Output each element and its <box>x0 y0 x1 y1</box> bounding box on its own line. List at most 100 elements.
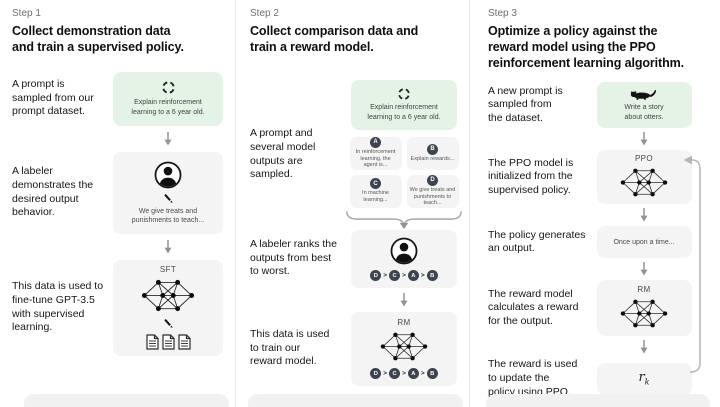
prompt-box: Write a story about otters. <box>596 82 692 129</box>
output-a-box: A In reinforcement learning, the agent i… <box>349 136 402 170</box>
rank-badge: D <box>370 270 382 281</box>
arrow-row <box>488 262 720 276</box>
step-2-sample-row: A prompt and several model outputs are s… <box>250 79 469 230</box>
rm-label: RM <box>397 318 411 327</box>
step-3-sample-row: A new prompt is sampled from the dataset… <box>488 82 720 129</box>
arrow-row <box>12 239 235 254</box>
step-2-label: Step 2 <box>250 8 279 19</box>
neural-network-icon <box>141 279 195 312</box>
rm-label: RM <box>637 285 651 295</box>
arrow-row <box>12 131 235 146</box>
rank-separator: > <box>420 272 425 279</box>
down-arrow-icon <box>164 239 172 254</box>
output-b-badge: B <box>427 143 438 155</box>
labeler-icon <box>154 161 182 188</box>
rank-separator: > <box>402 272 406 279</box>
output-a-badge: A <box>370 136 381 148</box>
pencil-icon <box>163 319 173 328</box>
step-3-output-text: The policy generates an output. <box>488 228 586 255</box>
step-3-sample-text: A new prompt is sampled from the dataset… <box>488 84 563 125</box>
labeler-icon <box>390 237 418 265</box>
ranking-sequence: D > C > A > B <box>370 368 438 379</box>
step-2-rank-row: A labeler ranks the outputs from best to… <box>250 229 469 288</box>
rm-model-box: RM <box>596 280 692 337</box>
step-3-init-row: The PPO model is initialized from the su… <box>488 150 720 205</box>
neural-network-icon <box>620 299 668 328</box>
step-3-init-text: The PPO model is initialized from the su… <box>488 156 574 197</box>
arrow-row <box>488 208 720 222</box>
reward-value-box: rk <box>596 362 692 395</box>
ranking-sequence: D > C > A > B <box>370 270 438 281</box>
demonstration-text: We give treats and punishments to teach.… <box>131 207 205 224</box>
rank-separator: > <box>402 370 406 377</box>
demonstration-box: We give treats and punishments to teach.… <box>113 151 223 234</box>
output-c-box: C In machine learning... <box>349 174 402 208</box>
reward-variable-sub-k: k <box>644 378 650 387</box>
step-2-sample-text: A prompt and several model outputs are s… <box>250 127 316 181</box>
ppo-model-box: PPO <box>596 150 692 205</box>
step-3-output-row: The policy generates an output. Once upo… <box>488 226 720 259</box>
down-arrow-icon <box>640 262 648 276</box>
down-arrow-icon <box>640 340 648 354</box>
output-c-text: In machine learning... <box>362 190 389 203</box>
reward-variable-r: r <box>638 370 645 386</box>
resample-icon <box>398 88 410 100</box>
step-1-sample-text: A prompt is sampled from our prompt data… <box>12 78 94 118</box>
brace-merge-arrow <box>346 210 462 229</box>
ranking-box: D > C > A > B <box>351 229 457 288</box>
step-3-title: Optimize a policy against the reward mod… <box>488 24 685 70</box>
neural-network-icon <box>620 168 668 197</box>
step-2-train-text: This data is used to train our reward mo… <box>250 328 330 368</box>
down-arrow-icon <box>164 131 172 146</box>
step-1-finetune-text: This data is used to fine-tune GPT-3.5 w… <box>12 280 104 334</box>
prompt-text: Explain reinforcement learning to a 6 ye… <box>131 99 205 116</box>
resample-icon <box>161 81 175 94</box>
step-1-label: Step 1 <box>12 8 41 19</box>
rank-separator: > <box>420 370 425 377</box>
next-section-preview <box>248 394 463 407</box>
neural-network-icon <box>380 332 428 361</box>
down-arrow-icon <box>640 132 648 146</box>
ppo-label: PPO <box>634 154 654 164</box>
output-b-box: B Explain rewards... <box>406 136 459 170</box>
down-arrow-icon <box>640 208 648 222</box>
rank-badge: B <box>426 368 438 379</box>
step-3-label: Step 3 <box>488 8 517 19</box>
sft-label: SFT <box>159 265 177 274</box>
step-1-title: Collect demonstration data and train a s… <box>12 24 184 54</box>
rank-badge: D <box>370 368 382 379</box>
step-2-panel: Step 2 Collect comparison data and train… <box>236 0 470 407</box>
documents-icons <box>145 334 191 350</box>
output-c-badge: C <box>370 178 381 190</box>
step-2-train-row: This data is used to train our reward mo… <box>250 311 469 386</box>
step-3-panel: Step 3 Optimize a policy against the rew… <box>470 0 720 407</box>
step-3-reward-row: The reward model calculates a reward for… <box>488 280 720 337</box>
sft-model-box: SFT <box>113 259 223 356</box>
step-1-sample-row: A prompt is sampled from our prompt data… <box>12 71 235 126</box>
arrow-row <box>488 132 720 146</box>
rank-separator: > <box>383 272 388 279</box>
output-d-box: D We give treats and punishments to teac… <box>406 174 459 208</box>
reward-variable: rk <box>638 370 649 387</box>
rank-badge: B <box>426 270 438 281</box>
prompt-text: Explain reinforcement learning to a 6 ye… <box>367 104 441 121</box>
next-section-preview <box>486 394 710 407</box>
output-d-badge: D <box>427 174 438 186</box>
output-b-text: Explain rewards... <box>410 155 455 162</box>
outputs-grid: A In reinforcement learning, the agent i… <box>349 136 459 208</box>
generated-output-box: Once upon a time... <box>596 226 692 259</box>
document-icon <box>177 334 191 350</box>
prompt-box: Explain reinforcement learning to a 6 ye… <box>351 79 457 130</box>
step-1-panel: Step 1 Collect demonstration data and tr… <box>0 0 236 407</box>
step-1-labeler-row: A labeler demonstrates the desired outpu… <box>12 151 235 234</box>
down-arrow-icon <box>400 292 408 307</box>
rank-badge: A <box>407 368 419 379</box>
document-icon <box>161 334 175 350</box>
prompt-text: Write a story about otters. <box>624 104 664 121</box>
step-3-reward-calc-text: The reward model calculates a reward for… <box>488 287 579 328</box>
output-d-text: We give treats and punishments to teach.… <box>409 186 456 207</box>
rank-badge: C <box>389 270 401 281</box>
next-section-preview <box>24 394 229 407</box>
document-icon <box>145 334 159 350</box>
